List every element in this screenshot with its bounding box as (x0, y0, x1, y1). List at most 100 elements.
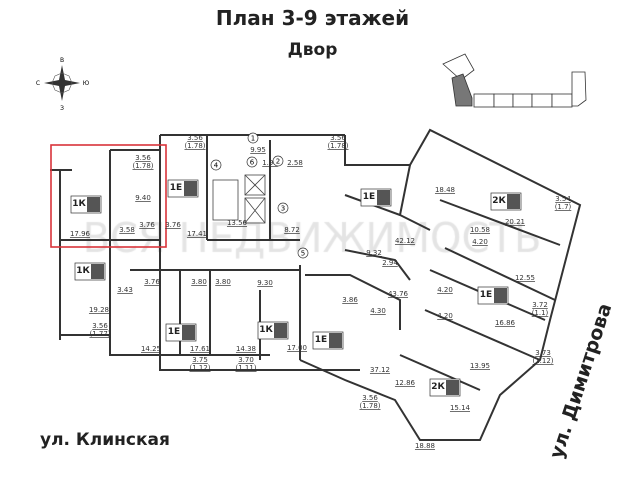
room-area-label: 42.12 (395, 237, 415, 245)
room-area-label: 17.96 (70, 230, 91, 238)
apartment-label[interactable]: 1К (74, 262, 106, 281)
room-area-label: 3.43 (117, 286, 133, 294)
room-area-label: (1.1) (532, 309, 549, 317)
compass-rose-icon: В З С Ю (36, 57, 90, 112)
compass-west-label: С (36, 80, 40, 87)
apartment-type: 2К (431, 382, 445, 392)
room-marker-number: 1 (251, 135, 255, 143)
room-area-label: 9.40 (135, 194, 151, 202)
room-area-label: 15.14 (450, 404, 471, 412)
selected-apartment-highlight (50, 144, 167, 248)
room-area-label: 19.28 (89, 306, 109, 314)
room-marker: 4 (210, 159, 222, 171)
room-area-label: 18.48 (435, 186, 455, 194)
apartment-type: 1К (76, 266, 90, 276)
room-area-label: (1.78) (359, 402, 380, 410)
apartment-type: 1Е (480, 290, 492, 300)
room-marker-number: 2 (276, 158, 280, 166)
apartment-type: 1К (72, 199, 86, 209)
room-area-label: (1.78) (132, 162, 153, 170)
walls (50, 128, 582, 441)
apartment-label[interactable]: 1Е (477, 286, 509, 305)
room-area-label: (1.78) (327, 142, 348, 150)
room-marker: 1 (247, 132, 259, 144)
room-area-label: 17.00 (287, 344, 307, 352)
room-area-label: 16.86 (495, 319, 516, 327)
room-area-label: 4.30 (370, 307, 386, 315)
room-area-label: 3.70 (238, 356, 254, 364)
room-area-label: 14.25 (141, 345, 161, 353)
apartment-type: 1Е (170, 183, 182, 193)
apartment-labels: 1К 1Е 1К 1Е 1К 1Е 2К 1Е 1Е 2К (70, 179, 522, 397)
site-plan-thumbnail (442, 53, 587, 108)
apartment-label[interactable]: 2К (429, 378, 461, 397)
room-marker: 5 (297, 247, 309, 259)
room-marker-number: 6 (250, 159, 255, 167)
apartment-label[interactable]: 1К (257, 321, 289, 340)
room-area-label: 17.61 (190, 345, 210, 353)
room-area-label: 3.54 (555, 195, 571, 203)
room-area-label: 3.75 (192, 356, 208, 364)
room-area-label: 14.38 (236, 345, 256, 353)
room-area-label: 3.76 (165, 221, 181, 229)
room-area-label: 4.20 (437, 286, 453, 294)
room-area-label: 13.95 (470, 362, 490, 370)
apartment-type: 1Е (363, 192, 375, 202)
room-area-label: (1.7) (555, 203, 572, 211)
room-area-label: 9.30 (257, 279, 273, 287)
room-area-label: 3.76 (144, 278, 160, 286)
room-area-label: 10.58 (470, 226, 490, 234)
page-title: План 3-9 этажей (215, 6, 410, 30)
apartment-label[interactable]: 1Е (167, 179, 199, 198)
room-area-label: (1.12) (532, 357, 553, 365)
room-area-label: 3.56 (362, 394, 378, 402)
room-area-label: 3.58 (119, 226, 135, 234)
room-area-label: (1.77) (89, 330, 110, 338)
room-area-label: 3.80 (215, 278, 231, 286)
room-area-label: (1.11) (235, 364, 256, 372)
room-area-label: 18.88 (415, 442, 435, 450)
room-area-label: 17.41 (187, 230, 207, 238)
room-area-label: 3.56 (330, 134, 346, 142)
compass-north-label: В (60, 57, 64, 64)
room-marker-number: 3 (281, 205, 285, 213)
room-area-label: 9.95 (250, 146, 266, 154)
apartment-label[interactable]: 1Е (312, 331, 344, 350)
room-area-label: (1.78) (184, 142, 205, 150)
room-area-label: 3.80 (191, 278, 207, 286)
room-area-label: 3.73 (535, 349, 551, 357)
street-label-klinskaya: ул. Клинская (40, 430, 170, 450)
stair-elevator-core (212, 174, 266, 224)
room-area-label: 3.72 (532, 301, 548, 309)
apartment-type: 1Е (315, 335, 327, 345)
markers: 1 2 3 4 5 6 (210, 132, 309, 259)
room-area-label: 8.72 (284, 226, 300, 234)
room-area-label: 3.76 (139, 221, 155, 229)
apartment-label[interactable]: 1Е (360, 188, 392, 207)
apartment-type: 2К (492, 196, 506, 206)
apartment-label[interactable]: 2К (490, 192, 522, 211)
room-marker-number: 4 (214, 162, 219, 170)
room-area-label: 20.21 (505, 218, 525, 226)
room-area-label: 3.56 (135, 154, 151, 162)
room-marker: 3 (277, 202, 289, 214)
room-marker: 6 (246, 156, 258, 168)
room-area-label: 1.90 (262, 159, 278, 167)
compass-east-label: Ю (83, 80, 90, 87)
room-area-label: 2.58 (287, 159, 303, 167)
room-marker: 2 (272, 155, 284, 167)
room-area-label: 4.20 (472, 238, 488, 246)
apartment-label[interactable]: 1Е (165, 323, 197, 342)
room-area-label: (1.12) (189, 364, 210, 372)
room-area-label: 3.56 (92, 322, 108, 330)
room-area-label: 3.86 (342, 296, 358, 304)
room-area-label: 12.55 (515, 274, 535, 282)
compass-south-label: З (60, 105, 64, 112)
room-marker-number: 5 (301, 250, 305, 258)
room-area-label: 12.86 (395, 379, 416, 387)
room-area-label: 4.20 (437, 312, 453, 320)
apartment-label[interactable]: 1К (70, 195, 102, 214)
room-area-label: 3.56 (187, 134, 203, 142)
